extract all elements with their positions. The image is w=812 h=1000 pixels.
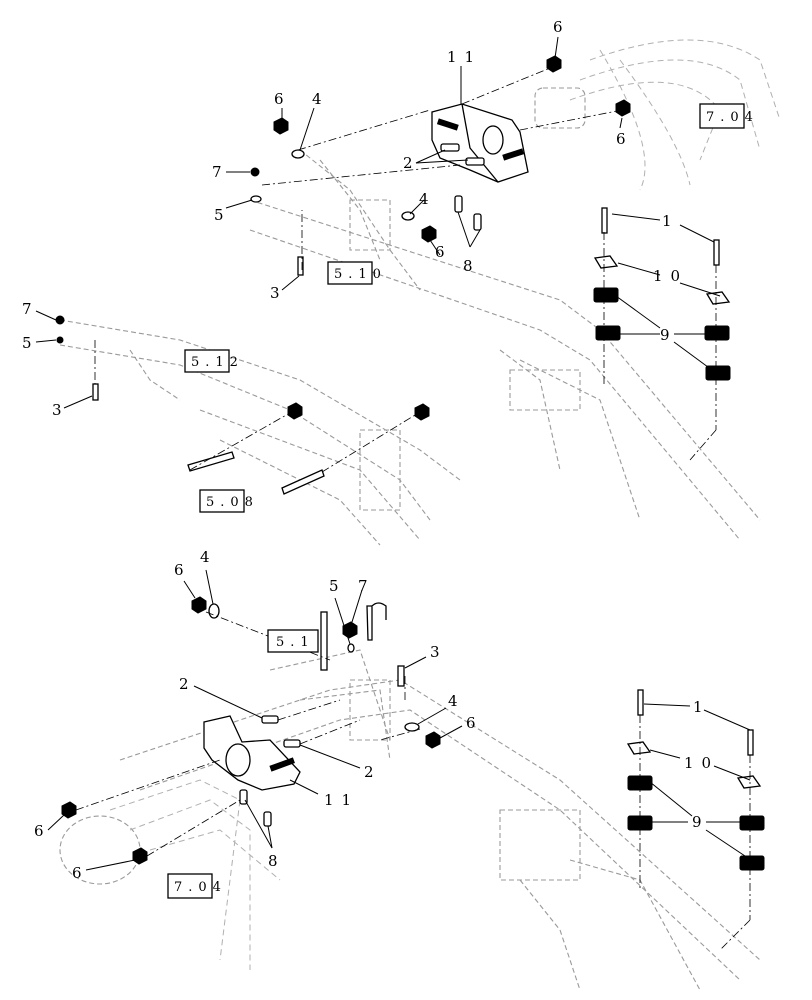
ref-label-5-12: 5.12: [191, 355, 244, 370]
callout-bottom-8: 8: [268, 852, 278, 870]
top-center-lines: [94, 65, 717, 473]
callout-bottom-6-b: 6: [466, 714, 476, 732]
callout-bottom-9: 9: [692, 813, 702, 831]
top-leader-lines: [35, 36, 721, 409]
callout-top-8: 8: [463, 257, 473, 275]
callout-top-6-b: 6: [616, 130, 626, 148]
top-phantom-frame: [59, 39, 781, 546]
top-callouts: 11 6 6 4 6 7 5 2 4 6 8 3 1 10 9 7 5 3: [22, 18, 688, 419]
callout-top-2: 2: [403, 154, 413, 172]
ref-box-7-04-top: [699, 103, 745, 129]
callout-bottom-3: 3: [430, 643, 440, 661]
callout-top-7-a: 7: [212, 163, 222, 181]
bottom-bracket-11: [203, 715, 301, 791]
callout-bottom-6-a: 6: [174, 561, 184, 579]
callout-top-11: 11: [447, 48, 482, 66]
callout-bottom-2-a: 2: [179, 675, 189, 693]
callout-top-5-b: 5: [22, 334, 32, 352]
ref-box-5-10: [327, 261, 373, 285]
bottom-center-lines: [75, 611, 751, 951]
callout-bottom-11: 11: [324, 791, 359, 809]
callout-top-6-c: 6: [274, 90, 284, 108]
callout-bottom-7: 7: [358, 577, 368, 595]
callout-top-5-a: 5: [214, 206, 224, 224]
callout-bottom-4-a: 4: [200, 548, 210, 566]
reference-boxes: 7.04 5.10 5.12 5.08 5.1 7.04: [167, 103, 759, 899]
ref-label-5-08: 5.08: [206, 495, 259, 510]
bottom-callouts: 6 4 5 7 3 2 4 6 2 11 8 6 6 1 10 9: [34, 548, 719, 882]
top-hardware: [55, 55, 731, 495]
bottom-phantom-frame: [59, 649, 761, 991]
callout-top-4-a: 4: [312, 90, 322, 108]
callout-bottom-5: 5: [329, 577, 339, 595]
callout-bottom-10: 10: [684, 754, 719, 772]
callout-top-6-a: 6: [553, 18, 563, 36]
callout-bottom-6-d: 6: [72, 864, 82, 882]
ref-label-5-1: 5.1: [276, 635, 315, 650]
ref-box-7-04-bottom: [167, 873, 213, 899]
callout-top-6-d: 6: [435, 243, 445, 261]
ref-label-7-04-bottom: 7.04: [174, 880, 227, 895]
ref-box-5-12: [184, 349, 230, 373]
ref-label-5-10: 5.10: [334, 267, 387, 282]
callout-top-4-b: 4: [419, 190, 429, 208]
ref-box-5-1: [267, 629, 319, 653]
callout-bottom-6-c: 6: [34, 822, 44, 840]
top-bracket-11: [431, 103, 529, 183]
callout-top-7-b: 7: [22, 300, 32, 318]
callout-top-1: 1: [662, 212, 672, 230]
callout-bottom-4-b: 4: [448, 692, 458, 710]
callout-top-9: 9: [660, 326, 670, 344]
callout-top-10: 10: [653, 267, 688, 285]
ref-box-5-08: [199, 489, 245, 513]
callout-bottom-1: 1: [693, 698, 703, 716]
callout-top-3-b: 3: [52, 401, 62, 419]
callout-bottom-2-b: 2: [364, 763, 374, 781]
ref-label-7-04-top: 7.04: [706, 110, 759, 125]
bottom-hardware: [61, 596, 765, 871]
callout-top-3-a: 3: [270, 284, 280, 302]
bottom-leader-lines: [47, 569, 751, 871]
